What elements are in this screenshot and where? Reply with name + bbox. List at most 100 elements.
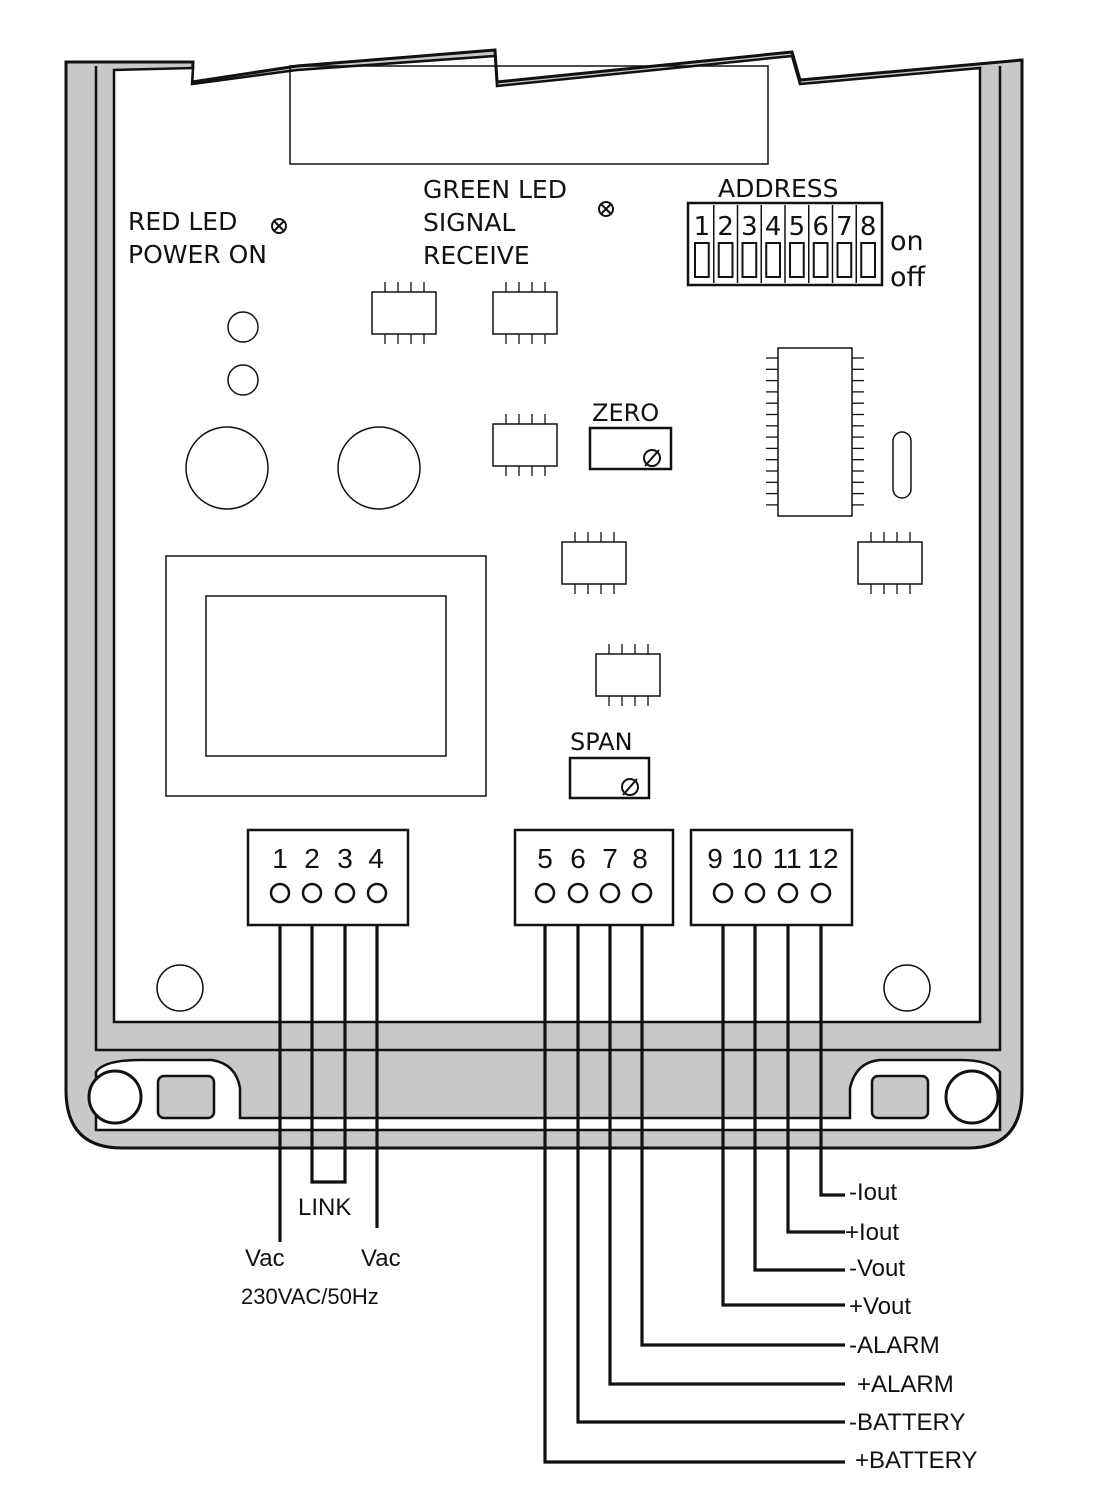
dip-switch-lever[interactable] [860, 242, 876, 278]
dip-off-label: off [890, 262, 927, 293]
terminal-screw[interactable] [269, 882, 291, 904]
output-label-iout-pos: +Iout [845, 1219, 899, 1246]
led-hole-upper [227, 311, 259, 343]
terminal-screw[interactable] [631, 882, 653, 904]
terminal-number: 10 [731, 843, 762, 874]
terminal-number: 2 [304, 843, 320, 874]
terminal-number: 3 [337, 843, 353, 874]
dip-switch-number: 8 [860, 212, 877, 242]
wire-link-2-3 [310, 894, 347, 1184]
dip-switch-number: 7 [836, 212, 853, 242]
red-led-text-line1: RED LED [128, 207, 237, 236]
crystal [892, 431, 912, 499]
output-label-battery-pos: +BATTERY [855, 1447, 977, 1474]
dip-switch-lever[interactable] [694, 242, 710, 278]
transformer-outer [165, 555, 487, 797]
dip-switch-lever[interactable] [789, 242, 805, 278]
output-label-battery-neg: -BATTERY [849, 1409, 965, 1436]
ic-chip [595, 644, 661, 706]
address-title: ADDRESS [718, 174, 839, 203]
wire-terminal-9 [721, 894, 845, 1307]
mounting-hole-right [944, 1069, 1000, 1125]
dip-switch-1[interactable]: 1 [694, 212, 711, 278]
terminal-screw[interactable] [567, 882, 589, 904]
dip-switch-5[interactable]: 5 [784, 205, 806, 283]
dip-on-label: on [890, 226, 924, 257]
terminal-number: 6 [570, 843, 586, 874]
red-led-label: RED LED POWER ON [128, 207, 287, 269]
wiring [278, 894, 845, 1464]
dip-switch-lever[interactable] [741, 242, 758, 278]
output-label-alarm-neg: -ALARM [849, 1332, 940, 1359]
terminal-number: 5 [537, 843, 553, 874]
housing-base-channel [94, 1058, 1002, 1132]
terminal-screw[interactable] [810, 882, 832, 904]
terminal-screw[interactable] [599, 882, 621, 904]
base-slot-right [870, 1074, 930, 1120]
terminal-screw[interactable] [777, 882, 799, 904]
span-potentiometer[interactable]: SPAN [568, 728, 651, 800]
transformer-inner [205, 595, 447, 757]
dip-switch-2[interactable]: 2 [713, 205, 734, 283]
dip-switch-number: 1 [694, 212, 711, 242]
wire-terminal-10 [753, 894, 845, 1272]
green-led-icon [598, 201, 614, 217]
dip-switch-number: 6 [812, 212, 829, 242]
vac-right-label: Vac [361, 1245, 401, 1272]
output-label-iout-neg: -Iout [849, 1179, 897, 1206]
dip-switch-number: 4 [765, 212, 782, 242]
microcontroller-chip [766, 347, 864, 517]
green-led-text-line3: RECEIVE [423, 241, 530, 270]
dip-switch-lever[interactable] [765, 242, 781, 278]
output-label-vout-pos: +Vout [849, 1293, 911, 1320]
wire-terminal-5 [543, 894, 845, 1464]
ic-chip [857, 532, 923, 594]
supply-label: 230VAC/50Hz [241, 1284, 379, 1309]
terminal-screw[interactable] [334, 882, 356, 904]
link-label: LINK [298, 1194, 351, 1221]
led-hole-lower [227, 364, 259, 396]
terminal-screw[interactable] [744, 882, 766, 904]
mounting-hole-left [87, 1069, 143, 1125]
dip-switch-lever[interactable] [717, 242, 734, 278]
terminal-screw[interactable] [366, 882, 388, 904]
base-slot-left [156, 1074, 216, 1120]
power-wiring-labels: LINK Vac Vac 230VAC/50Hz [241, 1194, 401, 1309]
green-led-label: GREEN LED SIGNAL RECEIVE [423, 175, 614, 270]
dip-switch-7[interactable]: 7 [831, 205, 853, 283]
green-led-text-line1: GREEN LED [423, 175, 567, 204]
wire-terminal-7 [608, 894, 845, 1386]
red-led-icon [271, 218, 287, 234]
red-led-text-line2: POWER ON [128, 240, 267, 269]
terminal-number: 1 [272, 843, 288, 874]
dip-switch-lever[interactable] [836, 242, 853, 278]
output-label-alarm-pos: +ALARM [857, 1371, 954, 1398]
terminal-number: 9 [707, 843, 723, 874]
dip-switch-number: 5 [789, 212, 806, 242]
capacitor-right [337, 426, 421, 510]
wire-terminal-11 [786, 894, 845, 1234]
dip-switch-8[interactable]: 8 [855, 205, 877, 283]
zero-label: ZERO [592, 399, 659, 427]
ic-chip [371, 282, 437, 344]
span-trim-icon [621, 778, 639, 796]
zero-potentiometer[interactable]: ZERO [588, 399, 673, 471]
dip-switch-4[interactable]: 4 [760, 205, 782, 283]
vac-left-label: Vac [245, 1245, 285, 1272]
terminal-screw[interactable] [712, 882, 734, 904]
ic-chip [492, 282, 558, 344]
ic-chip [561, 532, 627, 594]
dip-switch-3[interactable]: 3 [736, 205, 758, 283]
dip-switch-lever[interactable] [812, 242, 829, 278]
terminal-number: 7 [602, 843, 618, 874]
circuit-components [156, 282, 931, 1012]
display-window [289, 65, 769, 165]
dip-switch-6[interactable]: 6 [808, 205, 829, 283]
terminal-screw[interactable] [301, 882, 323, 904]
terminal-screw[interactable] [534, 882, 556, 904]
wire-terminal-8 [640, 894, 845, 1347]
